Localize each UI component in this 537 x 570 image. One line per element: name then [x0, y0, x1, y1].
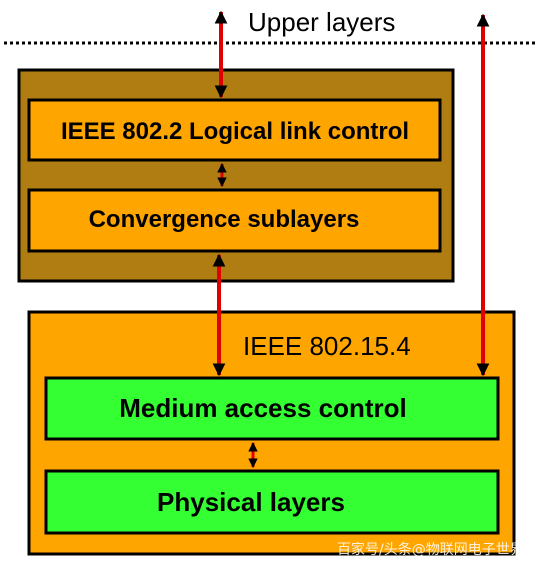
mac-box [44, 376, 500, 441]
convergence-label: Convergence sublayers [89, 206, 360, 233]
watermark-text: 百家号/头条@物联网电子世界 [337, 541, 524, 558]
phy-label: Physical layers [157, 487, 345, 517]
convergence-box [27, 188, 442, 253]
mac-label: Medium access control [119, 393, 407, 423]
phy-box [44, 469, 500, 535]
ieee802154-label: IEEE 802.15.4 [243, 331, 411, 361]
llc-label: IEEE 802.2 Logical link control [61, 118, 409, 145]
upper-layers-label: Upper layers [248, 7, 395, 37]
llc-box [27, 98, 442, 162]
